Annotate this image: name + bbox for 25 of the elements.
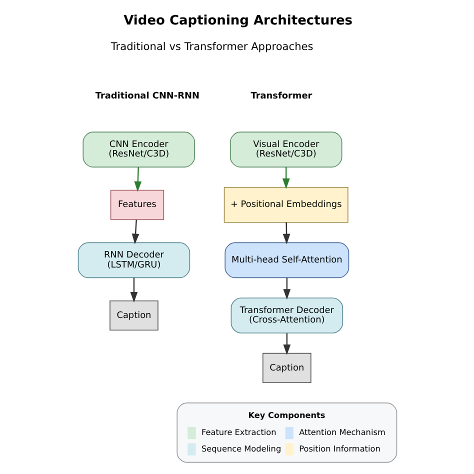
- node-box: RNN Decoder (LSTM/GRU): [77, 242, 190, 278]
- node-box: Visual Encoder (ResNet/C3D): [229, 132, 342, 168]
- node-box: Transformer Decoder (Cross-Attention): [230, 298, 343, 334]
- label: Traditional CNN-RNN: [94, 92, 199, 102]
- arrow: [130, 278, 138, 303]
- legend-label: Sequence Modeling: [201, 443, 281, 454]
- arrow: [282, 167, 290, 190]
- legend-label: Attention Mechanism: [298, 427, 385, 438]
- label: Transformer: [250, 92, 312, 102]
- arrow: [282, 333, 290, 356]
- arrow: [282, 222, 290, 244]
- node-box: Caption: [262, 352, 311, 384]
- arrow: [282, 278, 290, 300]
- node-box: CNN Encoder (ResNet/C3D): [82, 132, 194, 168]
- arrow: [134, 167, 142, 192]
- node-box: + Positional Embeddings: [223, 186, 348, 223]
- node-box: Multi-head Self-Attention: [224, 242, 349, 278]
- diagram-title: Video Captioning Architectures: [123, 14, 352, 29]
- node-box: Caption: [109, 300, 158, 331]
- legend-label: Feature Extraction: [201, 427, 276, 438]
- label: Traditional vs Transformer Approaches: [110, 41, 313, 54]
- arrow: [131, 220, 139, 244]
- node-box: Features: [110, 190, 164, 220]
- legend-label: Position Information: [298, 443, 380, 454]
- label: Key Components: [248, 410, 325, 420]
